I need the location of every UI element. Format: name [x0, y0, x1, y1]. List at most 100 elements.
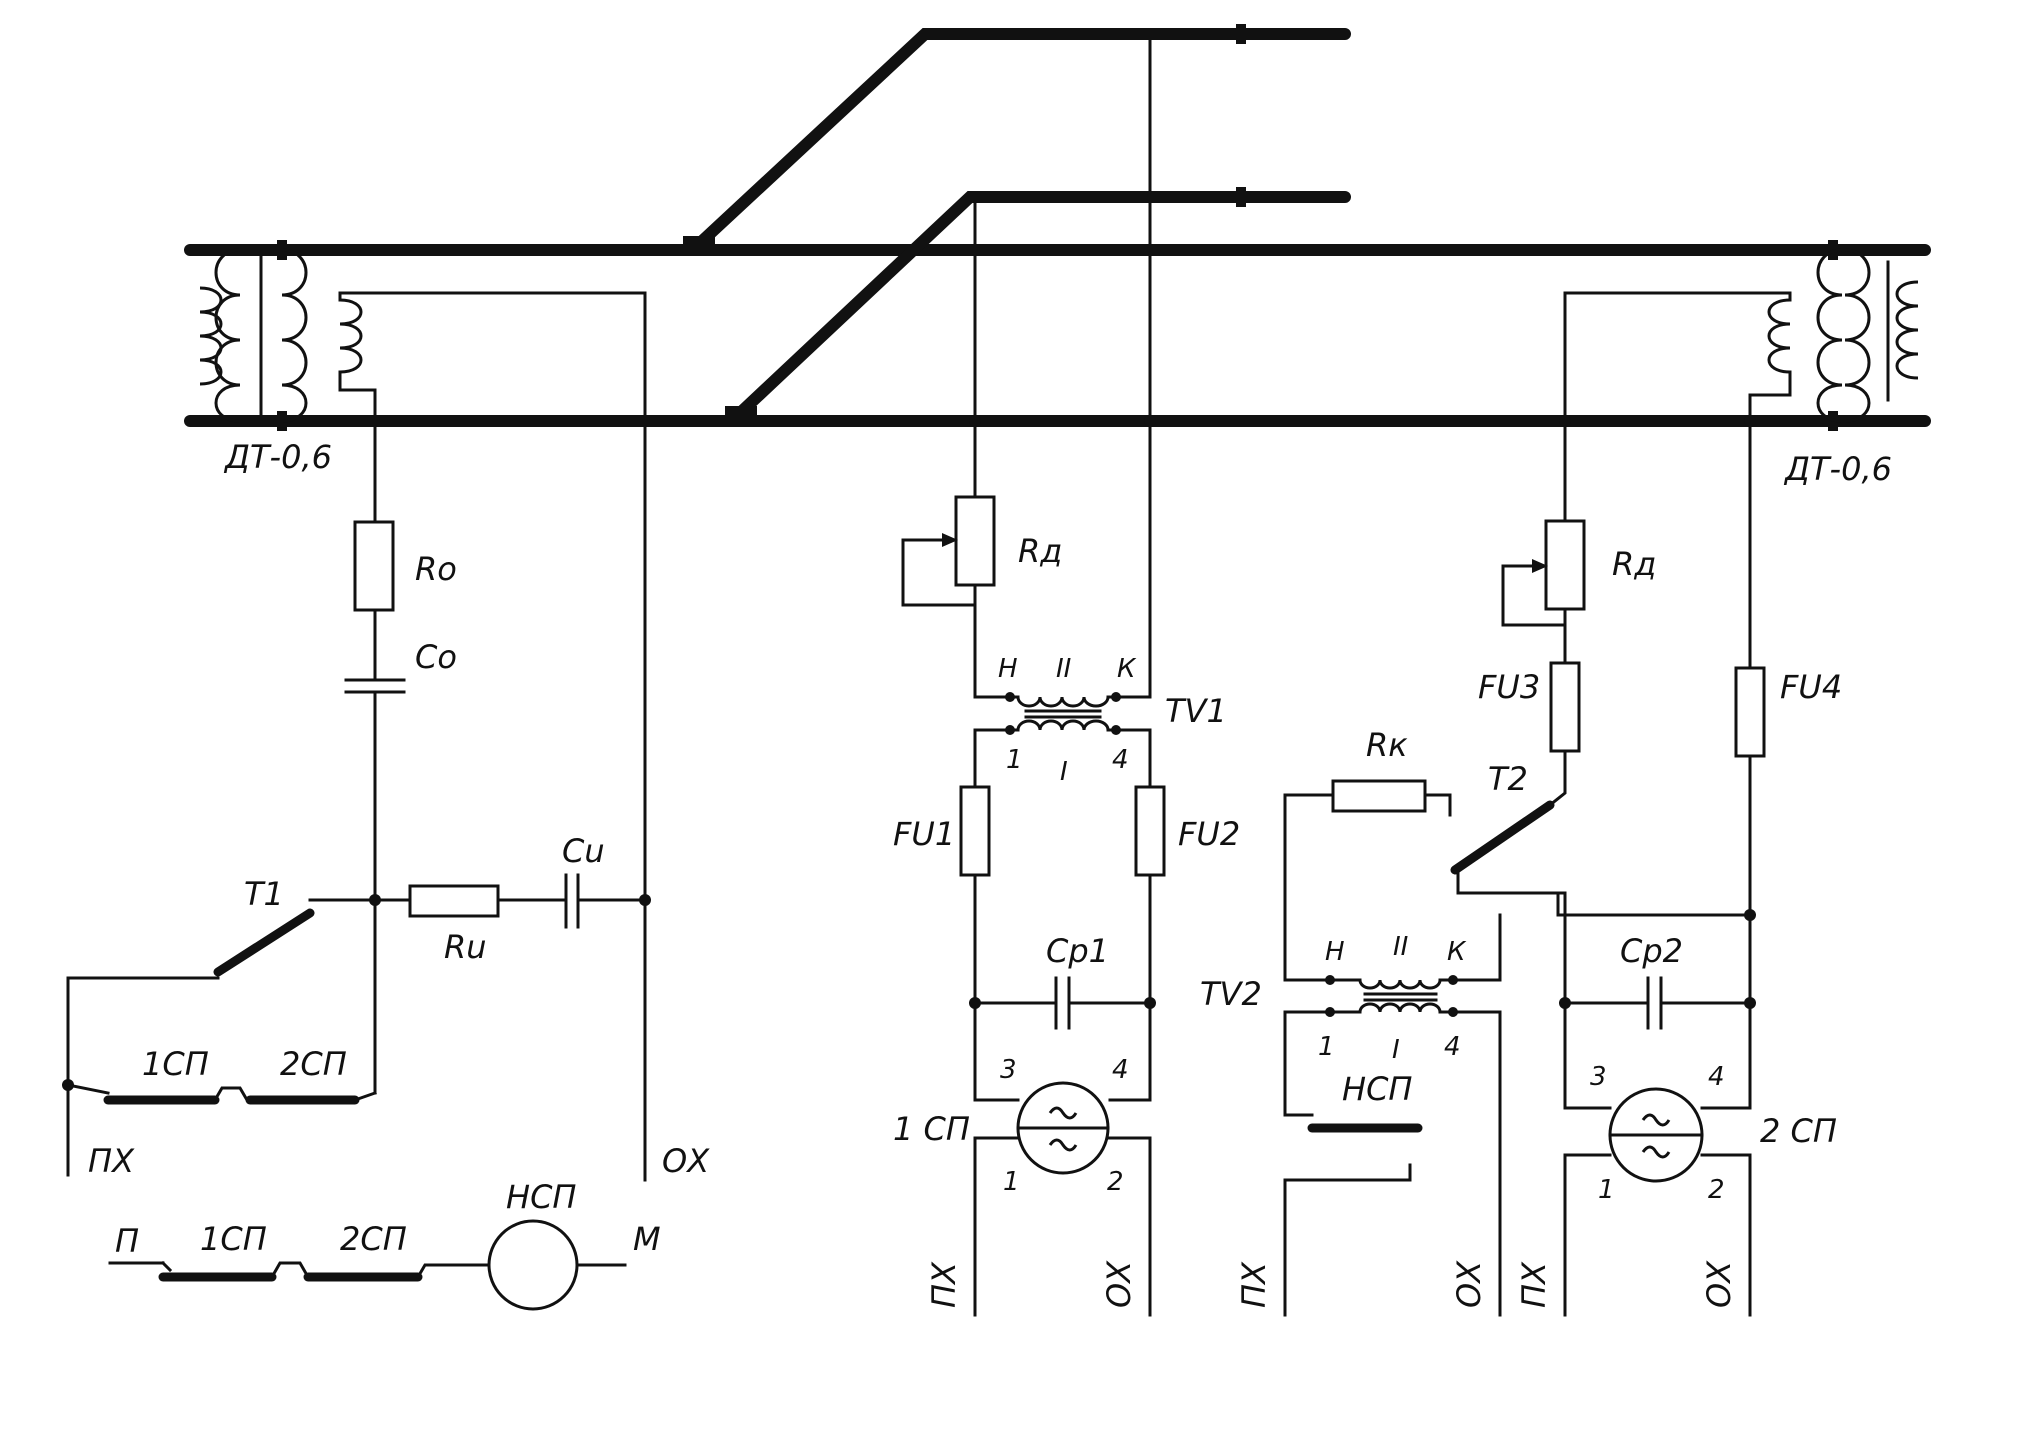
- label-1sp: 1СП: [142, 1045, 209, 1083]
- label-ox-left: ОХ: [662, 1142, 710, 1180]
- wire-ox-left: [338, 291, 647, 1182]
- choke-winding-outer: [1816, 248, 1843, 423]
- wire: [1423, 793, 1452, 817]
- relay-circuit-2sp: Rд FU3 FU4 Cp2 3 4 2 СП 1 2 ПХ ОХ: [1456, 415, 1842, 1317]
- label-1sp-bottom: 1СП: [200, 1220, 267, 1258]
- label-relay1-4: 4: [1112, 1055, 1129, 1085]
- wire-px: [1563, 1153, 1612, 1317]
- wire: [1283, 1010, 1314, 1117]
- rheostat-slider: [1501, 564, 1567, 627]
- terminal: [1448, 975, 1458, 985]
- label-fu3: FU3: [1478, 668, 1540, 706]
- choke-winding-track-side: [1895, 280, 1919, 380]
- choke-winding-track-side: [199, 286, 223, 386]
- terminal: [1005, 692, 1015, 702]
- label-rk: Rк: [1366, 726, 1408, 764]
- choke-transformer-right: ДТ-0,6: [1563, 248, 1919, 670]
- wire: [160, 1260, 173, 1273]
- label-cp2: Cp2: [1620, 932, 1683, 970]
- terminal: [1325, 1007, 1335, 1017]
- label-nsp-bottom: НСП: [506, 1178, 576, 1216]
- label-ox-1: ОХ: [1100, 1260, 1138, 1308]
- choke-secondary-winding: [1767, 298, 1791, 374]
- junction-dot: [1144, 415, 1156, 427]
- tilde-icon: [1641, 1145, 1671, 1159]
- label-p: П: [115, 1222, 139, 1260]
- resistor-rd-2: [1544, 519, 1586, 611]
- fuse-fu2: [1134, 785, 1166, 877]
- label-tv2-4: 4: [1444, 1032, 1461, 1062]
- wire-choke-to-rd: [1563, 291, 1792, 523]
- tilde-icon: [1048, 1106, 1078, 1120]
- label-px-3: ПХ: [1515, 1261, 1553, 1308]
- wire: [1283, 793, 1335, 982]
- label-relay1-1: 1: [1003, 1167, 1020, 1197]
- contact-gap: [269, 1261, 311, 1280]
- label-nsp-mid: НСП: [1342, 1070, 1412, 1108]
- label-fu1: FU1: [893, 815, 955, 853]
- turnout-branch-lower: [734, 191, 1351, 419]
- feed-circuit: Ro Co Ru Cu T1 1СП 2СП ПХ ОХ: [62, 520, 710, 1180]
- terminal: [1111, 692, 1121, 702]
- tv2-winding-ii: [1358, 979, 1442, 990]
- relay-nsp: [487, 1219, 579, 1311]
- junction-dot: [1744, 415, 1756, 427]
- label-ro: Ro: [415, 550, 457, 588]
- tilde-icon: [1048, 1138, 1078, 1152]
- frog-lower: [725, 406, 757, 420]
- choke-winding-outer: [214, 248, 241, 423]
- resistor-ru: [408, 884, 500, 918]
- label-relay2-3: 3: [1590, 1062, 1607, 1092]
- label-relay2-4: 4: [1708, 1062, 1725, 1092]
- label-px-2: ПХ: [1235, 1261, 1273, 1308]
- code-circuit: Rк T2 Н II К TV2 1 I 4 НСП ПХ ОХ: [1200, 726, 1752, 1317]
- wire-choke-to-ro: [338, 370, 377, 524]
- label-2sp-bottom: 2СП: [340, 1220, 407, 1258]
- label-rd-1: Rд: [1018, 532, 1062, 570]
- rheostat-arrow: [1532, 559, 1548, 573]
- junction-dot: [969, 997, 981, 1009]
- wire-choke-to-fu4: [1748, 370, 1792, 670]
- label-fu2: FU2: [1178, 815, 1240, 853]
- label-tv2-ii: II: [1393, 932, 1408, 962]
- wire-px: [1283, 1163, 1412, 1317]
- label-relay2-1: 1: [1598, 1175, 1615, 1205]
- label-cp1: Cp1: [1046, 932, 1109, 970]
- label-2sp: 2СП: [280, 1045, 347, 1083]
- label-tv1-i: I: [1060, 757, 1068, 787]
- junction-dot: [1144, 997, 1156, 1009]
- tv1-winding-ii: [1016, 696, 1110, 708]
- wire-px: [973, 1136, 1020, 1317]
- label-tv1: TV1: [1165, 692, 1227, 730]
- switch-t1: [213, 908, 315, 977]
- fuse-fu1: [959, 785, 991, 877]
- choke-winding-inner: [281, 248, 308, 423]
- fuse-fu4: [1734, 666, 1766, 758]
- terminal: [1111, 725, 1121, 735]
- tv1-winding-i: [1016, 719, 1110, 731]
- label-m: М: [633, 1220, 661, 1258]
- choke-winding-inner: [1844, 248, 1871, 423]
- wire: [1456, 891, 1567, 1110]
- fuse-fu3: [1549, 661, 1581, 753]
- label-tv1-ii: II: [1056, 654, 1071, 684]
- label-tv1-k: К: [1117, 654, 1137, 684]
- junction-dot: [369, 894, 381, 906]
- label-tv2: TV2: [1200, 975, 1262, 1013]
- resistor-ro: [353, 520, 395, 612]
- wire-t1-to-px: [66, 976, 220, 1177]
- label-rd-2: Rд: [1612, 545, 1656, 583]
- label-ox-2: ОХ: [1450, 1260, 1488, 1308]
- junction-dot: [1744, 997, 1756, 1009]
- label-dt-right: ДТ-0,6: [1783, 450, 1892, 488]
- label-tv1-4: 4: [1112, 745, 1129, 775]
- junction-dot: [969, 415, 981, 427]
- terminal: [1448, 1007, 1458, 1017]
- label-dt-left: ДТ-0,6: [223, 438, 332, 476]
- terminal: [1005, 725, 1015, 735]
- label-tv1-n: Н: [998, 654, 1018, 684]
- label-fu4: FU4: [1780, 668, 1842, 706]
- label-relay1-2: 2: [1107, 1167, 1124, 1197]
- label-t2: T2: [1488, 760, 1528, 798]
